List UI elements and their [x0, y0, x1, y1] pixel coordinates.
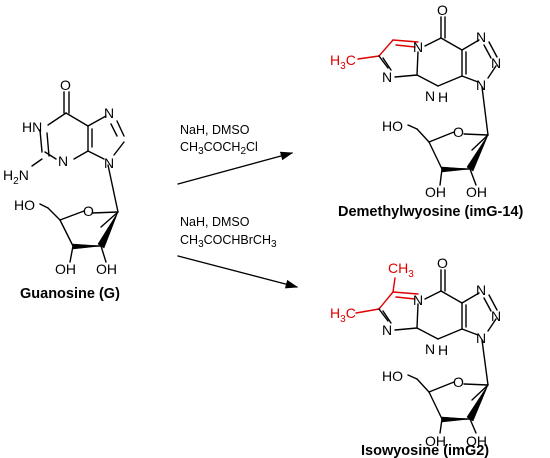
svg-text:O: O — [60, 77, 71, 93]
svg-text:H: H — [438, 342, 448, 358]
svg-text:N: N — [413, 39, 423, 55]
guanosine-name: Guanosine (G) — [20, 286, 120, 302]
svg-text:N: N — [476, 29, 486, 45]
svg-text:O: O — [453, 374, 464, 390]
svg-text:O: O — [437, 2, 448, 18]
svg-text:OH: OH — [466, 184, 487, 200]
reagents-2-line2: CH3COCHBrCH3 — [180, 233, 277, 250]
svg-text:N: N — [425, 341, 435, 357]
svg-text:N: N — [476, 282, 486, 298]
svg-text:OH: OH — [425, 184, 446, 200]
svg-text:N: N — [476, 77, 486, 93]
demethylwyosine-name: Demethylwyosine (imG-14) — [338, 204, 523, 220]
reagents-1-line2: CH3COCH2Cl — [180, 140, 258, 157]
svg-text:H3C: H3C — [330, 305, 356, 325]
svg-text:O: O — [83, 203, 94, 219]
svg-text:N: N — [476, 330, 486, 346]
svg-text:OH: OH — [466, 433, 487, 449]
svg-text:CH3: CH3 — [388, 260, 414, 280]
svg-text:H: H — [438, 89, 448, 105]
svg-text:HO: HO — [382, 118, 403, 134]
reagents-2-line1: NaH, DMSO — [180, 215, 250, 229]
svg-text:N: N — [104, 105, 114, 121]
svg-text:N: N — [382, 322, 392, 338]
svg-text:OH: OH — [425, 433, 446, 449]
demethylwyosine-structure: H3C N N O N N N N H O HO OH OH — [330, 2, 501, 200]
svg-text:N: N — [104, 155, 114, 171]
svg-text:N: N — [382, 69, 392, 85]
reagents-1-line1: NaH, DMSO — [180, 123, 250, 137]
svg-text:N: N — [413, 292, 423, 308]
svg-text:N: N — [58, 153, 68, 169]
isowyosine-structure: CH3 H3C N N O N N N N H O HO OH OH — [330, 255, 501, 449]
svg-text:H2N: H2N — [3, 167, 29, 187]
isowyosine-name: Isowyosine (imG2) — [361, 443, 489, 458]
svg-text:HO: HO — [382, 368, 403, 384]
guanosine-structure: O HN N H2N N N O HO OH OH — [3, 77, 125, 277]
svg-text:N: N — [491, 55, 501, 71]
svg-text:OH: OH — [55, 261, 76, 277]
svg-text:HN: HN — [22, 119, 42, 135]
svg-text:N: N — [491, 308, 501, 324]
svg-text:HO: HO — [14, 197, 35, 213]
reaction-arrow-top — [177, 151, 294, 185]
reaction-arrow-bottom — [177, 255, 299, 289]
svg-text:O: O — [437, 255, 448, 271]
svg-text:H3C: H3C — [330, 52, 356, 72]
svg-text:O: O — [453, 124, 464, 140]
svg-text:N: N — [425, 88, 435, 104]
svg-text:OH: OH — [96, 261, 117, 277]
